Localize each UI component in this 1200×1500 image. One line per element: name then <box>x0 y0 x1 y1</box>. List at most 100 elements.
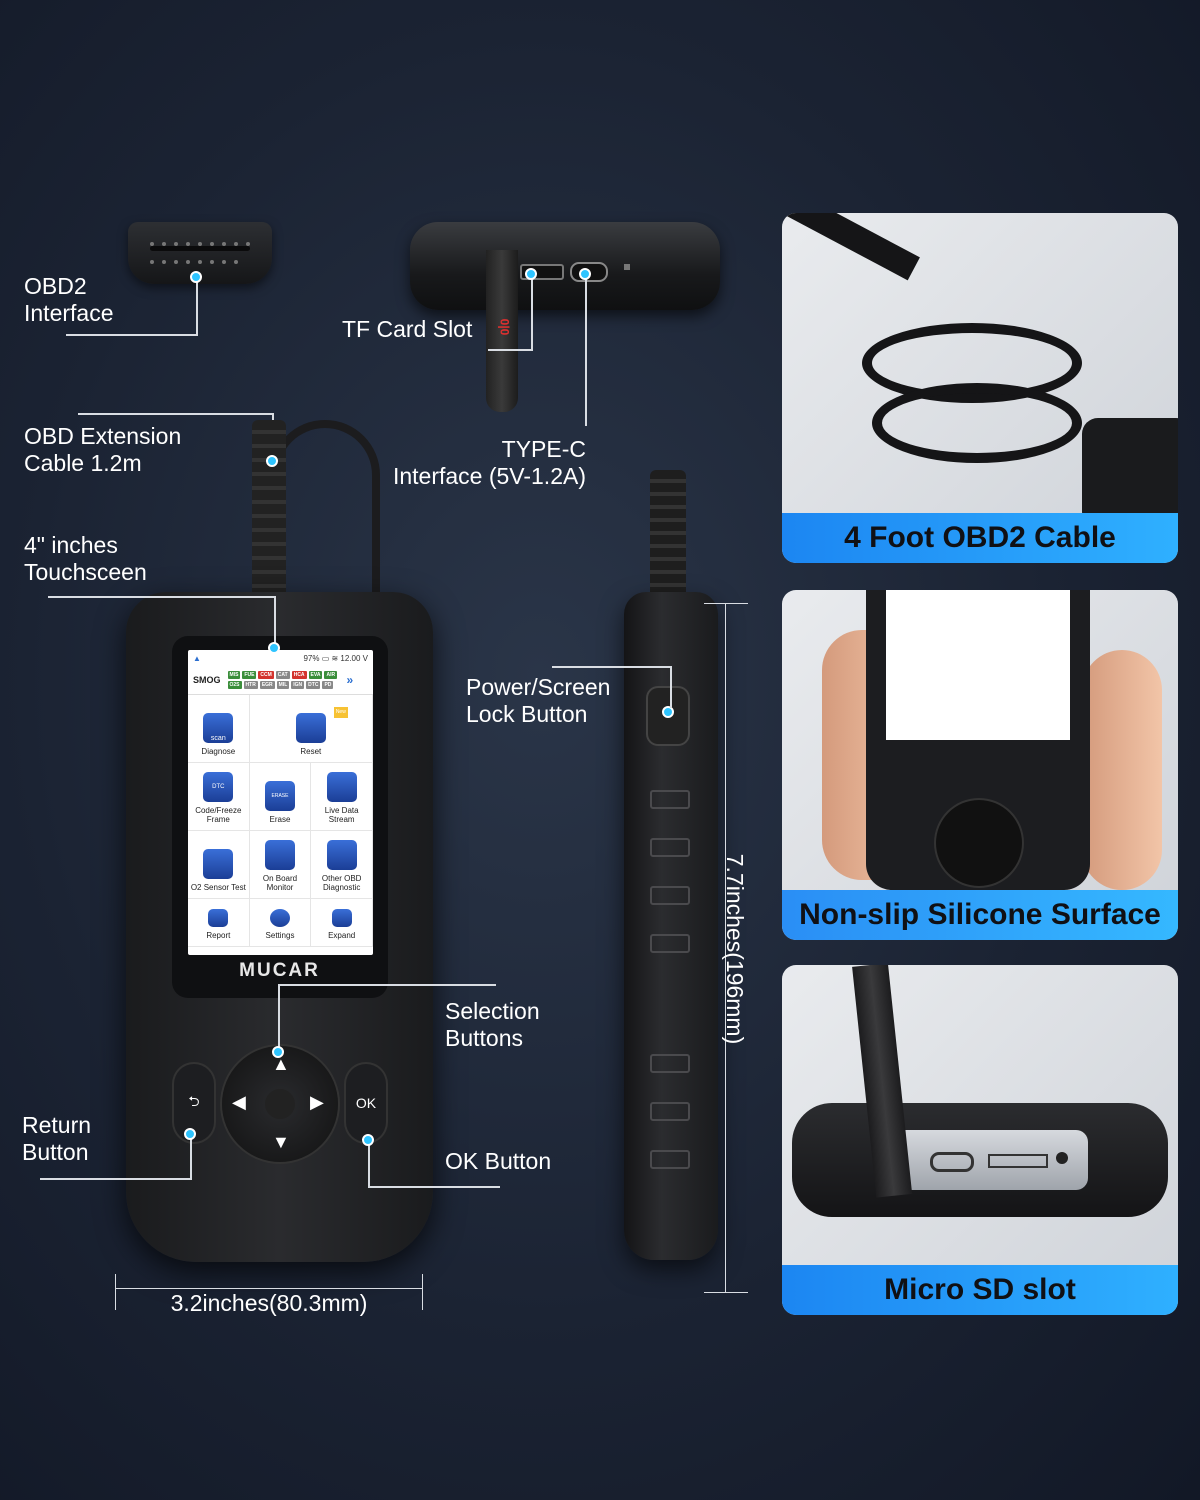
arrow-left-icon[interactable]: ◀ <box>232 1092 246 1112</box>
toolbox-icon <box>326 840 357 870</box>
hand-image <box>1082 650 1162 890</box>
menu-item-other-obd[interactable]: Other OBD Diagnostic <box>311 831 373 899</box>
cable-image <box>784 213 920 281</box>
leader-line <box>585 276 587 426</box>
menu-item-expand[interactable]: Expand <box>311 899 373 947</box>
callout-dot <box>266 455 278 467</box>
double-chevron-right-icon[interactable]: » <box>346 673 354 687</box>
tag: EVA <box>308 671 323 679</box>
arrow-up-icon[interactable]: ▲ <box>272 1054 290 1074</box>
device-top-end-image <box>410 222 720 310</box>
menu-label: Diagnose <box>201 747 236 756</box>
arrow-right-icon[interactable]: ▶ <box>310 1092 324 1112</box>
dpad-center[interactable] <box>265 1089 295 1119</box>
menu-label: Erase <box>269 815 291 824</box>
grip-ridge <box>650 886 690 905</box>
grip-ridge <box>650 838 690 857</box>
printer-icon <box>208 909 229 927</box>
tag: MIL <box>276 681 290 689</box>
leader-line <box>278 984 280 1050</box>
leader-line <box>488 349 533 351</box>
return-icon: ⮌ <box>188 1093 200 1109</box>
tag: PD <box>322 681 334 689</box>
panel-sd: Micro SD slot <box>782 965 1178 1315</box>
power-button-label: Power/Screen Lock Button <box>466 674 611 727</box>
touchscreen[interactable]: ▲ 97% ▭ ≋ 12.00 V SMOG MIS FUE CCM CAT H… <box>188 650 373 955</box>
sd-slot-image <box>988 1154 1048 1168</box>
leader-line <box>48 596 276 598</box>
indicator-image <box>624 264 630 270</box>
car-icon: ▲ <box>193 653 201 663</box>
menu-label: Reset <box>300 747 322 756</box>
width-dimension: 3.2inches(80.3mm) <box>170 1290 368 1316</box>
tag: HCA <box>291 671 307 679</box>
callout-dot <box>579 268 591 280</box>
leader-line <box>196 278 198 336</box>
ok-button-label: OK Button <box>445 1148 552 1174</box>
grip-ridge <box>650 790 690 809</box>
panel-silicone: Non-slip Silicone Surface <box>782 590 1178 940</box>
ok-key-label: OK <box>355 1095 377 1111</box>
type-c-label: TYPE-C Interface (5V-1.2A) <box>392 436 586 489</box>
o2-sensor-icon <box>203 849 234 879</box>
leader-line <box>368 1142 370 1188</box>
caption-sd: Micro SD slot <box>782 1265 1178 1315</box>
dtc-magnifier-icon: DTC <box>203 772 234 802</box>
height-dimension: 7.7inches(196mm) <box>722 853 748 1045</box>
smog-label: SMOG <box>193 675 221 685</box>
menu-item-on-board-monitor[interactable]: On Board Monitor <box>249 831 312 899</box>
leader-line <box>190 1136 192 1180</box>
erase-label: ERASE <box>271 792 289 799</box>
dimension-line <box>725 603 726 1293</box>
audio-jack-image <box>1056 1152 1068 1164</box>
menu-item-live-data[interactable]: Live Data Stream <box>311 763 373 831</box>
leader-line <box>531 276 533 350</box>
callout-dot <box>662 706 674 718</box>
menu-item-report[interactable]: Report <box>188 899 250 947</box>
callout-dot <box>190 271 202 283</box>
menu-label: O2 Sensor Test <box>190 883 246 892</box>
erase-bin-icon: ERASE <box>264 781 295 811</box>
screen-image <box>886 590 1070 740</box>
menu-item-settings[interactable]: Settings <box>249 899 312 947</box>
coil-image <box>872 383 1082 463</box>
dtc-label: DTC <box>212 783 225 790</box>
leader-line <box>368 1186 500 1188</box>
tag: CCM <box>258 671 274 679</box>
tag: FUE <box>242 671 257 679</box>
cable-mark: 0|0 <box>497 318 512 336</box>
extension-cable-label: OBD Extension Cable 1.2m <box>24 423 182 476</box>
grip-ridge <box>650 934 690 953</box>
grip-ridge <box>650 1054 690 1073</box>
callout-dot <box>525 268 537 280</box>
brand-logo: MUCAR <box>239 960 320 981</box>
menu-label: Settings <box>265 931 295 940</box>
device-corner-image <box>1082 418 1178 528</box>
menu-label: Other OBD Diagnostic <box>321 874 362 892</box>
menu-item-erase[interactable]: ERASE Erase <box>249 763 312 831</box>
menu-item-code-freeze-frame[interactable]: DTC Code/Freeze Frame <box>188 763 250 831</box>
panel-cable: 4 Foot OBD2 Cable <box>782 213 1178 563</box>
dimension-tick <box>704 1292 748 1293</box>
menu-item-o2-sensor[interactable]: O2 Sensor Test <box>188 831 250 899</box>
arrow-down-icon[interactable]: ▼ <box>272 1132 290 1152</box>
tag: CAT <box>275 671 290 679</box>
leader-line <box>278 984 496 986</box>
leader-line <box>670 666 672 708</box>
ok-button[interactable]: OK <box>346 1064 386 1142</box>
expand-icon <box>331 909 352 927</box>
dimension-tick <box>704 603 748 604</box>
callout-dot <box>184 1128 196 1140</box>
smog-row[interactable]: SMOG MIS FUE CCM CAT HCA EVA AIR O2S HTR… <box>188 666 373 695</box>
grip-ridge <box>650 1150 690 1169</box>
leader-line <box>552 666 672 668</box>
battery-level: 97% <box>303 653 320 663</box>
menu-label: Code/Freeze Frame <box>195 806 242 824</box>
selection-dpad[interactable]: ▲ ▼ ◀ ▶ <box>222 1046 338 1162</box>
device-held-image <box>866 590 1090 890</box>
return-button-label: Return Button <box>22 1112 92 1165</box>
leader-line <box>40 1178 192 1180</box>
